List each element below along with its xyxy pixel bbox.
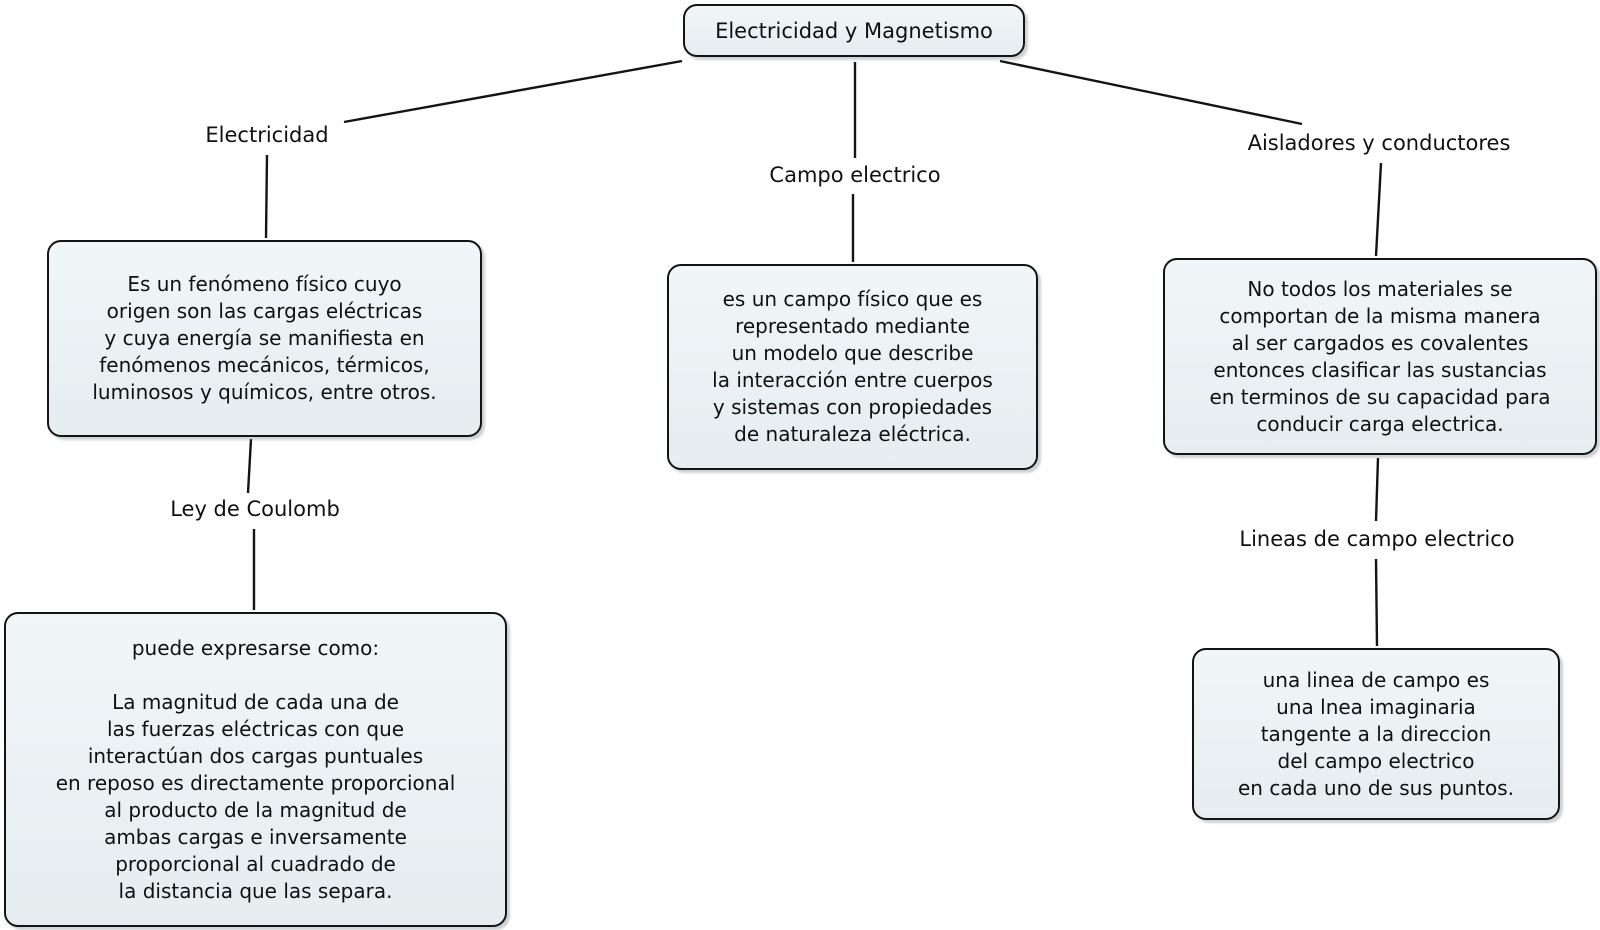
edge-root-to-electricidad xyxy=(343,59,683,124)
edge-aisladores-to-definition xyxy=(1374,162,1383,257)
node-campo-electrico-definition[interactable]: es un campo físico que es representado m… xyxy=(667,264,1038,470)
edge-lineas-to-definition xyxy=(1374,558,1379,647)
edge-label-lineas-de-campo[interactable]: Lineas de campo electrico xyxy=(1239,527,1515,551)
node-ley-de-coulomb-definition[interactable]: puede expresarse como: La magnitud de ca… xyxy=(4,612,507,927)
edge-electricidad-to-definition xyxy=(264,154,269,239)
node-lineas-de-campo-definition[interactable]: una linea de campo es una lnea imaginari… xyxy=(1192,648,1560,820)
edge-definition-to-lineas xyxy=(1374,457,1380,522)
edge-label-aisladores-y-conductores[interactable]: Aisladores y conductores xyxy=(1247,131,1511,155)
edge-label-ley-de-coulomb[interactable]: Ley de Coulomb xyxy=(170,497,340,521)
edge-label-electricidad[interactable]: Electricidad xyxy=(205,123,329,147)
node-aisladores-definition[interactable]: No todos los materiales se comportan de … xyxy=(1163,258,1597,455)
edge-definition-to-ley-de-coulomb xyxy=(246,438,253,494)
edge-label-campo-electrico[interactable]: Campo electrico xyxy=(769,163,941,187)
edge-root-to-aisladores xyxy=(999,59,1303,126)
node-root[interactable]: Electricidad y Magnetismo xyxy=(683,4,1025,57)
node-electricidad-definition[interactable]: Es un fenómeno físico cuyo origen son la… xyxy=(47,240,482,437)
